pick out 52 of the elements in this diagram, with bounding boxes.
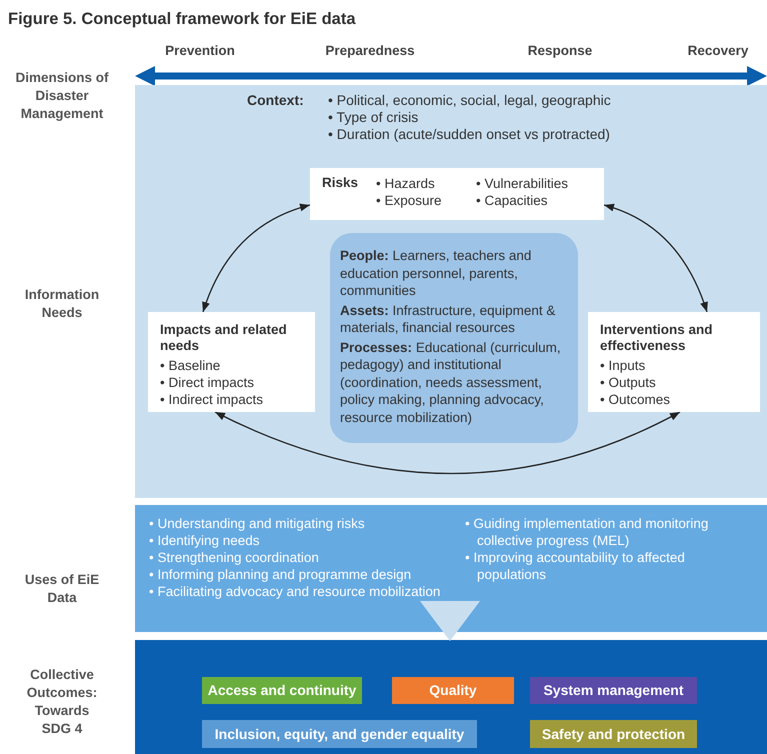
info-panel (135, 85, 767, 498)
phase-label: Recovery (688, 42, 748, 60)
bullet-item: • Hazards (376, 175, 436, 192)
bullet-item: • Vulnerabilities (476, 175, 570, 192)
bullet-item: • Political, economic, social, legal, geographic (328, 92, 612, 109)
bullet-item: • Exposure (376, 192, 443, 209)
bullet-item: • Capacities (476, 192, 549, 209)
outcome-tile: System management (530, 677, 697, 704)
text-box (588, 312, 760, 412)
phase-label: Prevention (165, 42, 235, 60)
rounded-box (330, 233, 578, 443)
text-box (310, 168, 604, 220)
bullet-item: • Direct impacts (160, 374, 255, 391)
row-label: Uses of EiE Data (24, 571, 100, 607)
bullet-item: • Outcomes (600, 391, 671, 408)
arrow (214, 411, 680, 474)
outcome-tile: Quality (392, 677, 514, 704)
phase-label: Response (528, 42, 592, 60)
bullet-item: • Inputs (600, 357, 646, 374)
text-box (148, 312, 315, 412)
bullet-item: • Facilitating advocacy and resource mobilization (149, 583, 442, 600)
bullet-item: • Informing planning and programme design (149, 566, 412, 583)
outcomes-panel (135, 640, 767, 754)
bullet-item: • Duration (acute/sudden onset vs protracted) (328, 126, 611, 143)
paragraph: Processes: Educational (curriculum, pedagogy) and institutional (coordination, needs assessment, policy making, planning advocacy, resource mobilization) (340, 338, 562, 426)
bullet-item: • Improving accountability to affected populations (465, 549, 686, 583)
bullet-item: • Understanding and mitigating risks (149, 515, 366, 532)
row-label: Information Needs (24, 286, 100, 322)
bullet-item: • Guiding implementation and monitoring collective progress (MEL) (465, 515, 710, 549)
chevron-arrow (420, 600, 480, 642)
row-label: Collective Outcomes: Towards SDG 4 (26, 666, 98, 738)
box-heading: Interventions and effectiveness (600, 322, 714, 354)
bullet-item: • Type of crisis (328, 109, 420, 126)
bullet-item: • Identifying needs (149, 532, 261, 549)
arrow (202, 204, 310, 312)
outcome-tile: Access and continuity (202, 677, 362, 704)
uses-panel (135, 505, 767, 632)
arrow (604, 204, 708, 312)
paragraph: People: Learners, teachers and education personnel, parents, communities (340, 247, 532, 300)
bullet-item: • Indirect impacts (160, 391, 264, 408)
figure-title: Figure 5. Conceptual framework for EiE data (8, 10, 356, 29)
bullet-item: • Outputs (600, 374, 657, 391)
box-heading: Impacts and related needs (160, 322, 288, 354)
bullet-item: • Strengthening coordination (149, 549, 320, 566)
outcome-tile: Inclusion, equity, and gender equality (202, 720, 477, 748)
row-label: Dimensions of Disaster Management (14, 69, 110, 123)
phase-label: Preparedness (325, 42, 415, 60)
outcome-tile: Safety and protection (530, 720, 697, 748)
box-heading: Risks (322, 175, 358, 190)
paragraph: Assets: Infrastructure, equipment & materials, financial resources (340, 302, 556, 336)
context-heading: Context: (247, 92, 304, 108)
bullet-item: • Baseline (160, 357, 222, 374)
